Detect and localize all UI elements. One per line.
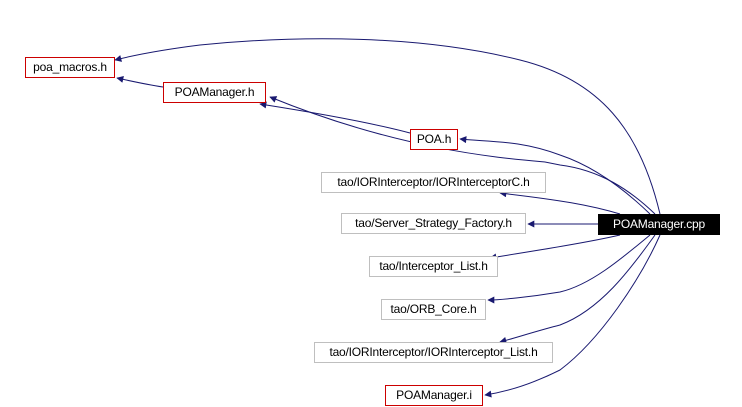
edge-poamanager_h-to-poa_macros: [116, 75, 164, 88]
node-poa-macros-h[interactable]: poa_macros.h: [25, 57, 115, 78]
node-iorinterceptor-list-h[interactable]: tao/IORInterceptor/IORInterceptor_List.h: [314, 342, 553, 363]
edge-root-to-iorinterceptorc: [499, 190, 621, 215]
node-poa-h[interactable]: POA.h: [410, 129, 458, 150]
node-poamanager-h[interactable]: POAManager.h: [163, 82, 266, 103]
edge-root-to-poamanager_h: [269, 96, 656, 215]
edge-root-to-poa_macros: [114, 38, 661, 215]
node-iorinterceptorc-h[interactable]: tao/IORInterceptor/IORInterceptorC.h: [321, 172, 546, 193]
node-poamanager-i[interactable]: POAManager.i: [385, 385, 483, 406]
edge-root-to-interceptor_list: [489, 234, 621, 261]
edge-root-to-iorinterceptor_list: [499, 234, 656, 344]
node-orb-core-h[interactable]: tao/ORB_Core.h: [381, 299, 486, 320]
node-root-poamanager-cpp: POAManager.cpp: [598, 214, 720, 235]
edge-poa_h-to-poamanager_h: [259, 101, 411, 134]
node-interceptor-list-h[interactable]: tao/Interceptor_List.h: [369, 256, 498, 277]
node-server-strategy-factory-h[interactable]: tao/Server_Strategy_Factory.h: [341, 213, 526, 234]
edge-root-to-poa_h: [459, 136, 651, 215]
edge-root-to-orb_core: [487, 234, 651, 304]
edge-root-to-poamanager_i: [484, 234, 661, 398]
